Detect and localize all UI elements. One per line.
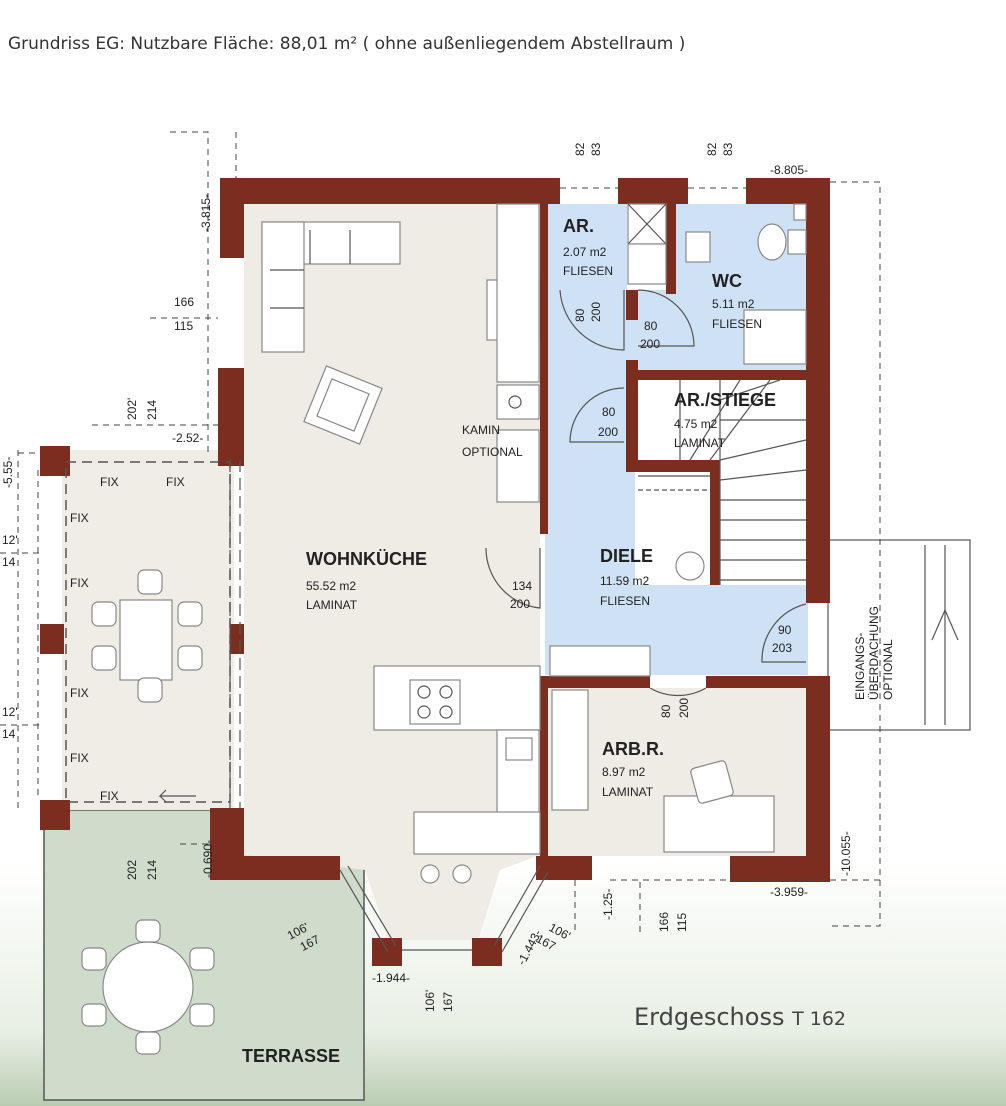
dim-label: 82 bbox=[705, 142, 719, 156]
dim-label: 12' bbox=[2, 705, 18, 719]
dim-label: 202' bbox=[125, 398, 139, 420]
dim-label: 214 bbox=[145, 400, 159, 420]
dim-label: -0.690- bbox=[201, 840, 215, 878]
stiege-name: AR./STIEGE bbox=[674, 390, 776, 410]
dim-label: 82 bbox=[573, 142, 587, 156]
dim-label: 12' bbox=[2, 533, 18, 547]
footer-sub: T 162 bbox=[792, 1008, 847, 1030]
diele-lamp bbox=[675, 551, 705, 581]
wohnkueche-name: WOHNKÜCHE bbox=[306, 549, 427, 569]
entrance-canopy bbox=[827, 539, 971, 731]
shelf bbox=[551, 689, 589, 811]
dim-label: 200 bbox=[640, 337, 660, 351]
dim-label: 83 bbox=[589, 142, 603, 156]
kamin-label: KAMIN bbox=[462, 423, 500, 437]
fix-label: FIX bbox=[70, 686, 89, 700]
dim-label: 80 bbox=[602, 405, 616, 419]
dim-label: 167 bbox=[441, 992, 455, 1012]
dim-label: -1.25- bbox=[601, 889, 615, 920]
door-swings bbox=[485, 289, 807, 697]
dining-table-wintergarden bbox=[91, 569, 203, 703]
fix-label: FIX bbox=[166, 475, 185, 489]
walls bbox=[40, 178, 830, 966]
dim-label: 202 bbox=[125, 860, 139, 880]
dimension-lines bbox=[0, 131, 881, 932]
dim-label: -1.944- bbox=[372, 971, 410, 985]
dim-label: 14 bbox=[2, 727, 16, 741]
dim-label: -3.815- bbox=[199, 194, 213, 232]
ar-floor bbox=[545, 204, 627, 290]
dim-label: -8.805- bbox=[770, 163, 808, 177]
wohnkueche-area: 55.52 m2 bbox=[306, 579, 356, 593]
fix-label: FIX bbox=[70, 751, 89, 765]
ar-name: AR. bbox=[563, 216, 594, 236]
wc-floor-type: FLIESEN bbox=[712, 317, 762, 331]
sofa bbox=[261, 221, 401, 353]
dim-label: -5.55- bbox=[1, 457, 15, 488]
dim-label: -2.52- bbox=[172, 431, 203, 445]
plan-footer: Erdgeschoss T 162 bbox=[634, 1003, 846, 1031]
wc-name: WC bbox=[712, 271, 742, 291]
dim-label: 200 bbox=[510, 597, 530, 611]
dim-label: 134 bbox=[512, 579, 532, 593]
dim-label: 80 bbox=[659, 704, 673, 718]
staircase bbox=[638, 379, 807, 585]
terrasse-name: TERRASSE bbox=[242, 1046, 340, 1066]
ar-floor-type: FLIESEN bbox=[563, 264, 613, 278]
dim-label: -10.055- bbox=[839, 831, 853, 876]
cooktop bbox=[409, 679, 461, 725]
diele-area: 11.59 m2 bbox=[600, 574, 649, 588]
dim-label: 166 bbox=[657, 912, 671, 932]
dim-label: 106' bbox=[423, 990, 437, 1012]
wohnkueche-floor-type: LAMINAT bbox=[306, 598, 358, 612]
dim-label: 203 bbox=[772, 641, 792, 655]
wc-sink bbox=[685, 231, 711, 263]
terrace-round-table bbox=[81, 919, 215, 1055]
fix-label: FIX bbox=[100, 475, 119, 489]
armchair bbox=[303, 365, 383, 445]
dim-label: -3.959- bbox=[770, 885, 808, 899]
eingang-label-1: EINGANGS- bbox=[853, 633, 867, 700]
dim-label: 166 bbox=[174, 295, 194, 309]
dim-label: 90 bbox=[778, 623, 792, 637]
fireplace bbox=[496, 384, 540, 420]
dim-label: 200 bbox=[589, 302, 603, 322]
wc-area: 5.11 m2 bbox=[712, 297, 755, 311]
eingang-label-3: OPTIONAL bbox=[881, 639, 895, 700]
eingang-label-2: ÜBERDACHUNG bbox=[867, 606, 881, 700]
stiege-floor bbox=[635, 380, 808, 585]
footer-main: Erdgeschoss bbox=[634, 1003, 785, 1031]
office-chair bbox=[690, 760, 734, 804]
page-title: Grundriss EG: Nutzbare Fläche: 88,01 m² … bbox=[8, 34, 686, 54]
dim-label: 83 bbox=[721, 142, 735, 156]
wintergarden-glazing bbox=[65, 461, 231, 803]
fix-label: FIX bbox=[70, 511, 89, 525]
dim-label: 115 bbox=[675, 913, 689, 932]
desk bbox=[663, 795, 775, 853]
ar-area: 2.07 m2 bbox=[563, 245, 607, 259]
dim-label: 115 bbox=[174, 319, 193, 333]
arbr-name: ARB.R. bbox=[602, 739, 664, 759]
dim-label: 200 bbox=[677, 698, 691, 718]
dim-label: 200 bbox=[598, 425, 618, 439]
dim-label: 214 bbox=[145, 860, 159, 880]
diele-name: DIELE bbox=[600, 546, 653, 566]
stiege-area: 4.75 m2 bbox=[674, 417, 718, 431]
fix-label: FIX bbox=[100, 789, 119, 803]
toilet bbox=[757, 223, 787, 261]
shower bbox=[743, 309, 807, 365]
fix-label: FIX bbox=[70, 576, 89, 590]
diele-floor-type: FLIESEN bbox=[600, 594, 650, 608]
stiege-floor-type: LAMINAT bbox=[674, 436, 726, 450]
kamin-optional-label: OPTIONAL bbox=[462, 445, 523, 459]
arbr-area: 8.97 m2 bbox=[602, 765, 646, 779]
dim-label: 80 bbox=[573, 308, 587, 322]
arbr-floor-type: LAMINAT bbox=[602, 785, 654, 799]
dim-label: 80 bbox=[644, 319, 658, 333]
dim-label: 14 bbox=[2, 555, 16, 569]
bar-counter bbox=[413, 811, 541, 855]
